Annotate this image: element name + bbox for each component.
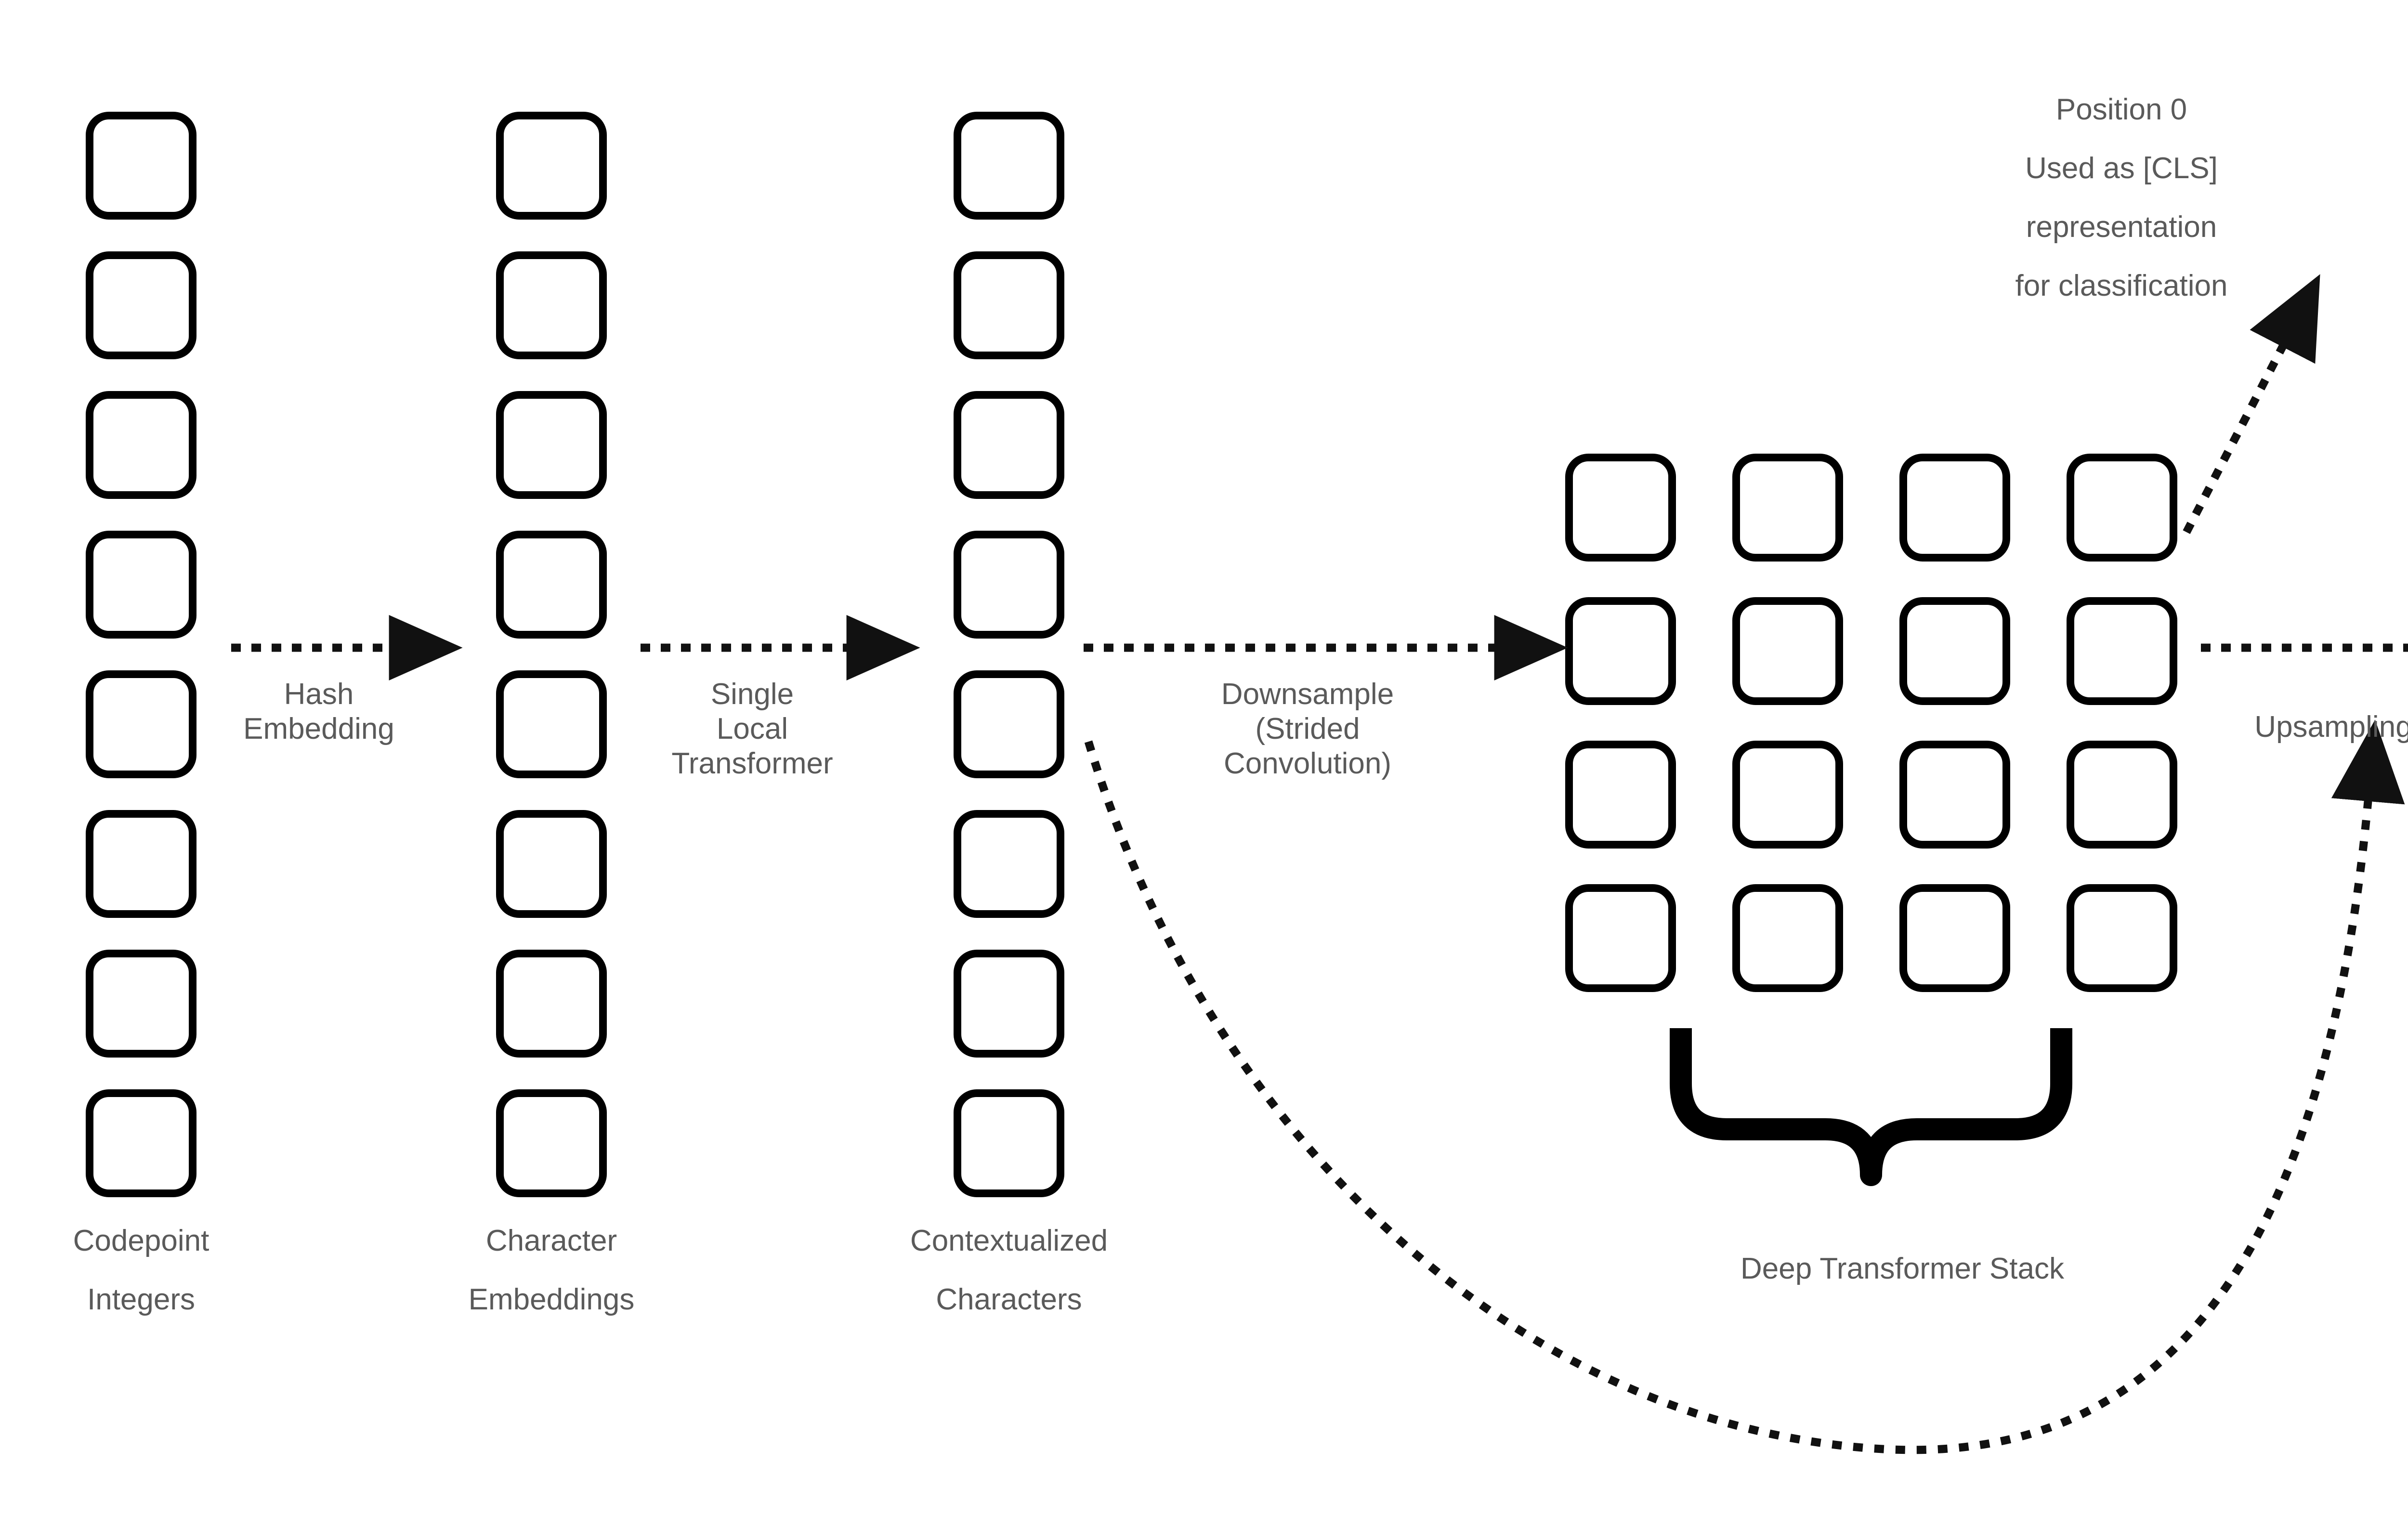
cell-box [1899, 884, 2010, 992]
arrow-position-zero-cls [2183, 274, 2320, 534]
label-upsampling: Upsampling [2254, 710, 2408, 744]
op-label-line: Hash [284, 678, 354, 711]
cell-box [496, 531, 607, 639]
cell-box [954, 950, 1064, 1058]
cell-box [1565, 454, 1676, 562]
cell-box [2067, 741, 2177, 849]
cell-box [496, 251, 607, 359]
cell-box [954, 670, 1064, 778]
cell-box [1565, 597, 1676, 705]
cell-box [2067, 884, 2177, 992]
op-label-line: Convolution) [1224, 747, 1391, 780]
annotation-line: Position 0 [2056, 93, 2187, 126]
label-deep-transformer-stack: Deep Transformer Stack [1741, 1252, 2065, 1285]
cell-box [496, 391, 607, 499]
op-label-line: Upsampling [2254, 710, 2408, 744]
cell-box [1899, 597, 2010, 705]
cell-box [2067, 454, 2177, 562]
op-label-line: Single [711, 678, 794, 711]
cell-box [86, 251, 196, 359]
column-label-line: Embeddings [469, 1283, 635, 1316]
op-label-line: Transformer [671, 747, 833, 780]
cell-box [496, 950, 607, 1058]
annotation-position-zero-cls: Position 0 Used as [CLS] representation … [2015, 93, 2227, 302]
cell-box [1899, 741, 2010, 849]
cell-box [954, 112, 1064, 220]
op-label-line: (Strided [1255, 712, 1360, 745]
op-label-line: Downsample [1221, 678, 1394, 711]
column-label-line: Contextualized [910, 1224, 1108, 1257]
label-codepoint-integers: Codepoint Integers [73, 1224, 209, 1316]
column-label-line: Character [486, 1224, 617, 1257]
cell-box [1899, 454, 2010, 562]
column-label-line: Codepoint [73, 1224, 209, 1257]
cell-box [86, 531, 196, 639]
arrow-residual-skip [1084, 719, 2405, 1454]
cell-box [496, 810, 607, 918]
cell-box [954, 251, 1064, 359]
label-hash-embedding: Hash Embedding [243, 678, 394, 745]
annotation-line: representation [2026, 210, 2217, 244]
cell-box [86, 112, 196, 220]
cell-box [954, 810, 1064, 918]
cell-box [954, 531, 1064, 639]
column-label-line: Characters [936, 1283, 1082, 1316]
column-character-embeddings [496, 112, 607, 1197]
op-label-line: Embedding [243, 712, 394, 745]
cell-box [1565, 884, 1676, 992]
cell-box [954, 1089, 1064, 1197]
cell-box [954, 391, 1064, 499]
column-contextualized-characters [954, 112, 1064, 1197]
cell-box [1732, 884, 1843, 992]
cell-box [86, 670, 196, 778]
cell-box [496, 1089, 607, 1197]
column-deep-transformer-stack [1565, 454, 2177, 992]
column-label-line: Integers [87, 1283, 195, 1316]
label-single-local-transformer: Single Local Transformer [671, 678, 833, 780]
cell-box [86, 810, 196, 918]
cell-box [2067, 597, 2177, 705]
column-codepoint-integers [86, 112, 196, 1197]
cell-box [86, 950, 196, 1058]
deep-stack-brace [1670, 1028, 2072, 1186]
column-label-line: Deep Transformer Stack [1741, 1252, 2065, 1285]
cell-box [86, 1089, 196, 1197]
cell-box [496, 670, 607, 778]
annotation-line: Used as [CLS] [2025, 152, 2218, 185]
annotation-line: for classification [2015, 269, 2227, 302]
cell-box [1565, 741, 1676, 849]
label-character-embeddings: Character Embeddings [469, 1224, 635, 1316]
cell-box [86, 391, 196, 499]
cell-box [496, 112, 607, 220]
label-contextualized-characters: Contextualized Characters [910, 1224, 1108, 1316]
op-label-line: Local [717, 712, 788, 745]
cell-box [1732, 454, 1843, 562]
cell-box [1732, 597, 1843, 705]
cell-box [1732, 741, 1843, 849]
label-downsample: Downsample (Strided Convolution) [1221, 678, 1394, 780]
